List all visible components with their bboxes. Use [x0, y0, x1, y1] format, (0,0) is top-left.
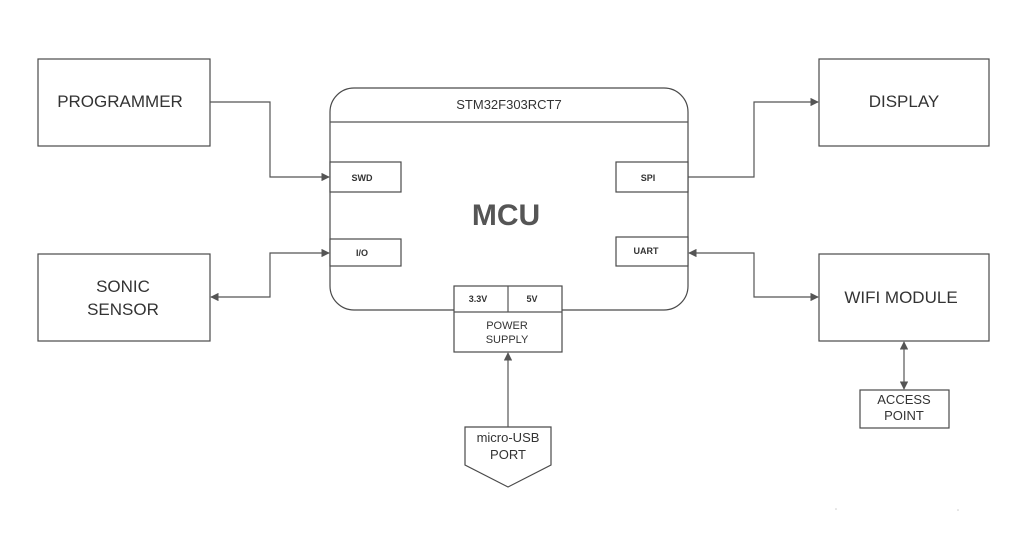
power-3v3-label: 3.3V [469, 294, 488, 304]
access-point-label-line1: ACCESS [877, 392, 931, 407]
io-port: I/O [329, 238, 402, 267]
spi-port-label: SPI [641, 173, 656, 183]
sonic-sensor-label-line2: SENSOR [87, 300, 159, 319]
wifi-module-label: WIFI MODULE [844, 288, 957, 307]
micro-usb-label-line1: micro-USB [477, 430, 540, 445]
uart-port-label: UART [634, 246, 659, 256]
mcu-block: STM32F303RCT7 MCU SWD I/O SPI UART [329, 87, 689, 311]
display-label: DISPLAY [869, 92, 940, 111]
access-point-label-line2: POINT [884, 408, 924, 423]
speck [835, 508, 837, 510]
power-supply-block: 3.3V 5V POWER SUPPLY [453, 285, 563, 353]
programmer-label: PROGRAMMER [57, 92, 183, 111]
sonic-sensor-block: SONIC SENSOR [37, 253, 211, 342]
power-supply-label-line1: POWER [486, 320, 528, 332]
speck [957, 509, 959, 511]
access-point-block: ACCESS POINT [859, 389, 950, 429]
wifi-module-block: WIFI MODULE [818, 253, 990, 342]
sonic-io-bidirectional-arrow [210, 248, 330, 302]
uart-port: UART [615, 236, 689, 267]
mcu-chip-label: STM32F303RCT7 [456, 97, 561, 112]
uart-wifi-bidirectional-arrow [688, 248, 819, 302]
swd-port: SWD [329, 161, 402, 193]
programmer-to-swd-arrow [210, 101, 330, 182]
power-supply-label-line2: SUPPLY [486, 334, 529, 346]
display-block: DISPLAY [818, 58, 990, 147]
spi-port: SPI [615, 161, 689, 193]
io-port-label: I/O [356, 248, 368, 258]
programmer-block: PROGRAMMER [37, 58, 211, 147]
micro-usb-label-line2: PORT [490, 447, 526, 462]
micro-usb-port-block: micro-USB PORT [464, 426, 552, 488]
mcu-title: MCU [472, 199, 540, 232]
power-5v-label: 5V [526, 294, 537, 304]
sonic-sensor-label-line1: SONIC [96, 277, 150, 296]
swd-port-label: SWD [352, 173, 373, 183]
spi-to-display-arrow [688, 97, 819, 178]
